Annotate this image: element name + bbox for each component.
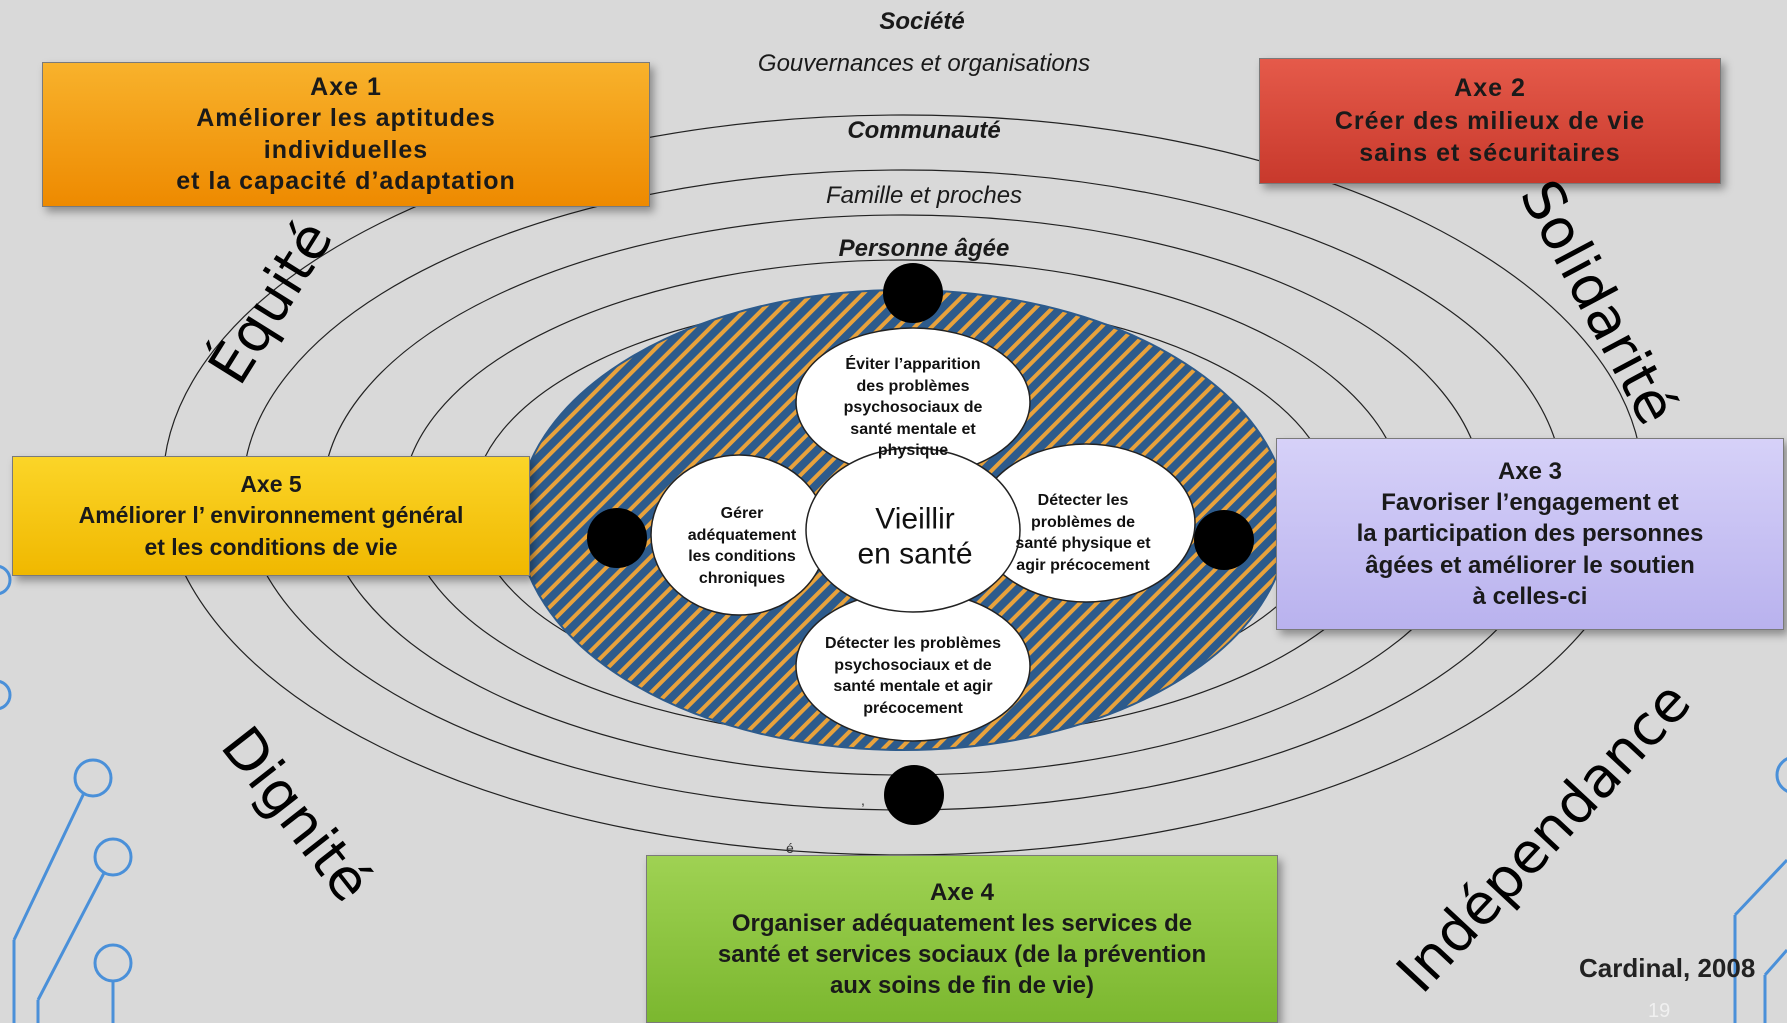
ring-label-communaute: Communauté xyxy=(847,117,1001,144)
center-title: Vieillir en santé xyxy=(857,502,973,571)
petals xyxy=(650,327,1196,742)
nodes xyxy=(587,263,1254,825)
decorative-circuit-right xyxy=(1733,757,1787,1023)
axe3-text: Favoriser l’engagement et la participati… xyxy=(1356,489,1704,610)
citation: Cardinal, 2008 xyxy=(1579,953,1756,983)
axe1-number: Axe 1 xyxy=(310,73,382,101)
axe4-box: Axe 4 Organiser adéquatement les service… xyxy=(646,855,1278,1023)
petal-top-text: Éviter l’apparition des problèmes psycho… xyxy=(843,356,983,460)
decorative-circuit-left xyxy=(0,565,133,1023)
petal-bottom-text: Détecter les problèmes psychosociaux et … xyxy=(824,634,1002,717)
axe5-text: Améliorer l’ environnement général et le… xyxy=(78,502,464,560)
axe5-box: Axe 5 Améliorer l’ environnement général… xyxy=(12,456,530,576)
axe3-box: Axe 3 Favoriser l’engagement et la parti… xyxy=(1276,438,1784,630)
axe2-number: Axe 2 xyxy=(1454,74,1526,103)
axe4-text: Organiser adéquatement les services de s… xyxy=(717,909,1207,1000)
node-bottom xyxy=(884,765,944,825)
ring-label-societe: Société xyxy=(879,8,965,35)
page-number: 19 xyxy=(1648,1000,1671,1022)
node-top xyxy=(883,263,943,323)
axe1-box: Axe 1 Améliorer les aptitudes individuel… xyxy=(42,62,650,207)
petal-right-text: Détecter les problèmes de santé physique… xyxy=(1015,491,1151,574)
axe4-number: Axe 4 xyxy=(929,878,995,906)
axe2-text: Créer des milieux de vie sains et sécuri… xyxy=(1334,106,1646,168)
axe5-number: Axe 5 xyxy=(240,471,302,498)
ring-label-famille: Famille et proches xyxy=(825,182,1023,209)
node-right xyxy=(1194,510,1254,570)
stray-comma-mark: , xyxy=(861,792,865,808)
axe2-box: Axe 2 Créer des milieux de vie sains et … xyxy=(1259,58,1721,184)
axe3-number: Axe 3 xyxy=(1497,458,1563,486)
petal-left-text: Gérer adéquatement les conditions chroni… xyxy=(687,504,797,587)
node-left xyxy=(587,508,647,568)
ring-label-personne: Personne âgée xyxy=(838,235,1010,262)
axe1-text: Améliorer les aptitudes individuelles et… xyxy=(176,104,516,195)
ring-label-gouvernances: Gouvernances et organisations xyxy=(757,50,1091,77)
petal-center xyxy=(805,447,1021,613)
stray-accent-mark: é xyxy=(786,840,794,856)
